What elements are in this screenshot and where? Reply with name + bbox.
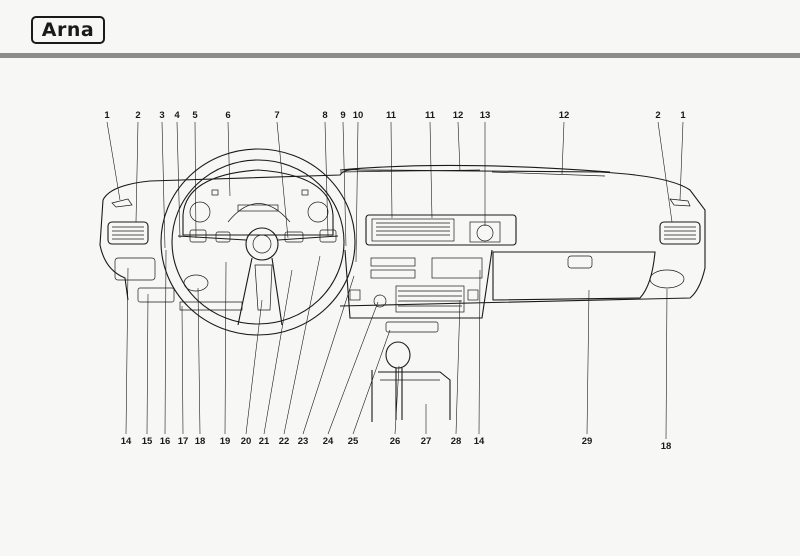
callout-3: 3 xyxy=(159,110,164,121)
callout-23: 23 xyxy=(298,436,309,447)
callout-12a: 12 xyxy=(453,110,464,121)
header-band xyxy=(0,53,800,58)
callout-11a: 11 xyxy=(386,110,397,121)
brand-logo: Arna xyxy=(31,16,105,44)
callout-1b: 1 xyxy=(680,110,686,121)
callout-2: 2 xyxy=(135,110,140,121)
callout-18: 18 xyxy=(195,436,206,447)
callout-11b: 11 xyxy=(425,110,436,121)
callout-15: 15 xyxy=(142,436,153,447)
callout-7: 7 xyxy=(274,110,279,121)
callout-5: 5 xyxy=(192,110,198,121)
callout-21: 21 xyxy=(259,436,270,447)
callout-26: 26 xyxy=(390,436,401,447)
callout-17: 17 xyxy=(178,436,189,447)
dashboard-outline xyxy=(99,164,706,422)
callout-28: 28 xyxy=(451,436,462,447)
callout-29: 29 xyxy=(582,436,593,447)
callout-12b: 12 xyxy=(559,110,570,121)
callout-16: 16 xyxy=(160,436,171,447)
callout-18b: 18 xyxy=(661,441,672,452)
callout-20: 20 xyxy=(241,436,252,447)
callouts-bottom: 14 15 16 17 18 19 20 21 22 23 24 25 26 2… xyxy=(121,249,672,452)
callout-14b: 14 xyxy=(474,436,485,447)
callout-4: 4 xyxy=(174,110,180,121)
callout-25: 25 xyxy=(348,436,359,447)
callouts-top: 1 2 3 4 5 6 7 8 9 10 11 11 12 13 12 2 1 xyxy=(104,110,686,263)
callout-9: 9 xyxy=(340,110,345,121)
callout-1: 1 xyxy=(104,110,110,121)
callout-19: 19 xyxy=(220,436,231,447)
callout-10: 10 xyxy=(353,110,364,121)
callout-22: 22 xyxy=(279,436,290,447)
callout-6: 6 xyxy=(225,110,230,121)
callout-24: 24 xyxy=(323,436,334,447)
callout-14: 14 xyxy=(121,436,132,447)
callout-2b: 2 xyxy=(655,110,660,121)
callout-8: 8 xyxy=(322,110,327,121)
callout-13: 13 xyxy=(480,110,491,121)
callout-27: 27 xyxy=(421,436,432,447)
